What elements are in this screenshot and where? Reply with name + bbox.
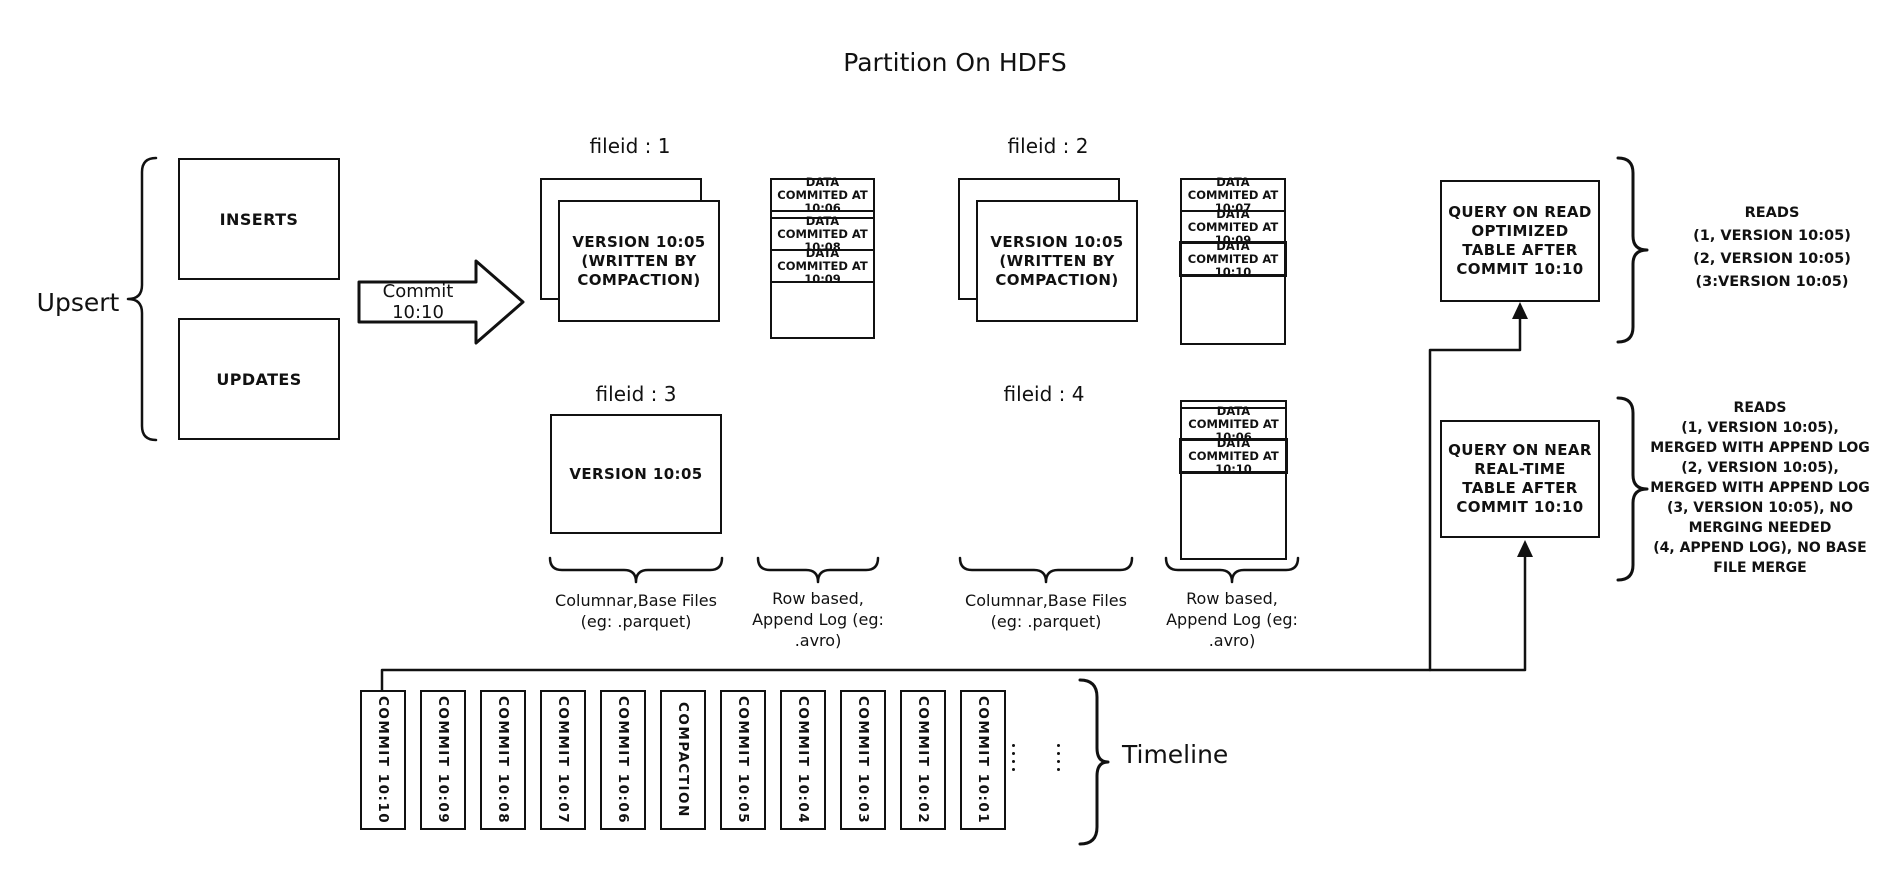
timeline-commit-label: COMMIT 10:01 xyxy=(975,695,991,825)
upsert-label: Upsert xyxy=(36,288,120,317)
near-real-time-reads: READS (1, VERSION 10:05), MERGED WITH AP… xyxy=(1622,398,1898,578)
fileid1-base-file: VERSION 10:05 (WRITTEN BY COMPACTION) xyxy=(558,200,720,322)
log-entry: DATA COMMITED AT 10:07 xyxy=(1180,175,1286,214)
log-entry: DATA COMMITED AT 10:06 xyxy=(770,175,875,214)
inserts-box: INSERTS xyxy=(178,158,340,280)
reads-line: (4, APPEND LOG), NO BASE xyxy=(1653,540,1867,556)
reads-line: READS xyxy=(1744,205,1800,221)
fileid4-label: fileid : 4 xyxy=(1003,382,1085,406)
timeline-commit-box: COMMIT 10:01 xyxy=(960,690,1006,830)
timeline-brace-icon xyxy=(1078,678,1110,846)
timeline-commit-box: COMMIT 10:07 xyxy=(540,690,586,830)
reads-line: MERGED WITH APPEND LOG xyxy=(1650,440,1870,456)
timeline-compaction-label: COMPACTION xyxy=(675,702,691,818)
log-entry: DATA COMMITED AT 10:10 xyxy=(1179,239,1287,278)
reads-brace-icon xyxy=(1616,396,1649,582)
timeline-commit-box: COMMIT 10:10 xyxy=(360,690,406,830)
timeline-commit-label: COMMIT 10:04 xyxy=(795,695,811,825)
timeline-commit-label: COMMIT 10:05 xyxy=(735,695,751,825)
timeline-commit-box: COMMIT 10:09 xyxy=(420,690,466,830)
timeline-commit-label: COMMIT 10:09 xyxy=(435,695,451,825)
timeline-commit-box: COMMIT 10:02 xyxy=(900,690,946,830)
timeline-label: Timeline xyxy=(1122,740,1229,769)
row-based-append-log-label: Row based, Append Log (eg: .avro) xyxy=(1166,589,1298,650)
upsert-brace-icon xyxy=(126,156,158,442)
columnar-base-files-label: Columnar,Base Files (eg: .parquet) xyxy=(555,591,717,631)
log-entry: DATA COMMITED AT 10:06 xyxy=(1180,404,1287,443)
fileid4-log-file: DATA COMMITED AT 10:06 DATA COMMITED AT … xyxy=(1179,400,1288,560)
reads-brace-icon xyxy=(1616,156,1649,344)
log-entry: DATA COMMITED AT 10:10 xyxy=(1179,436,1288,475)
timeline-commit-box: COMMIT 10:03 xyxy=(840,690,886,830)
ellipsis-dots-icon xyxy=(1008,744,1018,771)
fileid2-base-file: VERSION 10:05 (WRITTEN BY COMPACTION) xyxy=(976,200,1138,322)
reads-line: FILE MERGE xyxy=(1713,560,1807,576)
columnar-brace-icon xyxy=(958,556,1134,584)
reads-line: (3, VERSION 10:05), NO xyxy=(1666,500,1854,516)
rowbased-brace-icon xyxy=(1164,556,1300,584)
row-based-append-log-label: Row based, Append Log (eg: .avro) xyxy=(752,589,884,650)
columnar-brace-icon xyxy=(548,556,724,584)
query-near-real-time-box: QUERY ON NEAR REAL-TIME TABLE AFTER COMM… xyxy=(1440,420,1600,538)
fileid3-label: fileid : 3 xyxy=(595,382,677,406)
timeline-commit-label: COMMIT 10:10 xyxy=(375,695,391,825)
reads-line: READS xyxy=(1733,400,1787,416)
fileid2-label: fileid : 2 xyxy=(1007,134,1089,158)
timeline-commit-label: COMMIT 10:08 xyxy=(495,695,511,825)
commit-arrow-icon xyxy=(357,259,525,345)
fileid3-base-file: VERSION 10:05 xyxy=(550,414,722,534)
timeline-commit-box: COMMIT 10:05 xyxy=(720,690,766,830)
ellipsis-dots-icon xyxy=(1053,744,1063,771)
reads-line: (1, VERSION 10:05) xyxy=(1693,228,1851,244)
reads-line: MERGING NEEDED xyxy=(1688,520,1832,536)
read-optimized-reads: READS (1, VERSION 10:05) (2, VERSION 10:… xyxy=(1650,202,1894,294)
reads-line: MERGED WITH APPEND LOG xyxy=(1650,480,1870,496)
fileid1-log-file: DATA COMMITED AT 10:06 DATA COMMITED AT … xyxy=(770,175,875,339)
updates-box: UPDATES xyxy=(178,318,340,440)
timeline-commit-box: COMMIT 10:08 xyxy=(480,690,526,830)
log-entry: DATA COMMITED AT 10:09 xyxy=(1180,207,1286,246)
reads-line: (3:VERSION 10:05) xyxy=(1695,274,1849,290)
page-title: Partition On HDFS xyxy=(843,48,1067,77)
columnar-base-files-label: Columnar,Base Files (eg: .parquet) xyxy=(965,591,1127,631)
timeline-compaction-box: COMPACTION xyxy=(660,690,706,830)
timeline-commit-box: COMMIT 10:04 xyxy=(780,690,826,830)
reads-line: (2, VERSION 10:05) xyxy=(1693,251,1851,267)
reads-line: (2, VERSION 10:05), xyxy=(1681,460,1839,476)
fileid2-log-file: DATA COMMITED AT 10:07 DATA COMMITED AT … xyxy=(1179,175,1287,345)
timeline-commit-label: COMMIT 10:03 xyxy=(855,695,871,825)
rowbased-brace-icon xyxy=(756,556,880,584)
timeline-commit-label: COMMIT 10:02 xyxy=(915,695,931,825)
timeline-commit-box: COMMIT 10:06 xyxy=(600,690,646,830)
log-entry: DATA COMMITED AT 10:09 xyxy=(770,246,875,285)
reads-line: (1, VERSION 10:05), xyxy=(1681,420,1839,436)
timeline-commit-label: COMMIT 10:07 xyxy=(555,695,571,825)
timeline-commit-label: COMMIT 10:06 xyxy=(615,695,631,825)
query-read-optimized-box: QUERY ON READ OPTIMIZED TABLE AFTER COMM… xyxy=(1440,180,1600,302)
fileid1-label: fileid : 1 xyxy=(589,134,671,158)
